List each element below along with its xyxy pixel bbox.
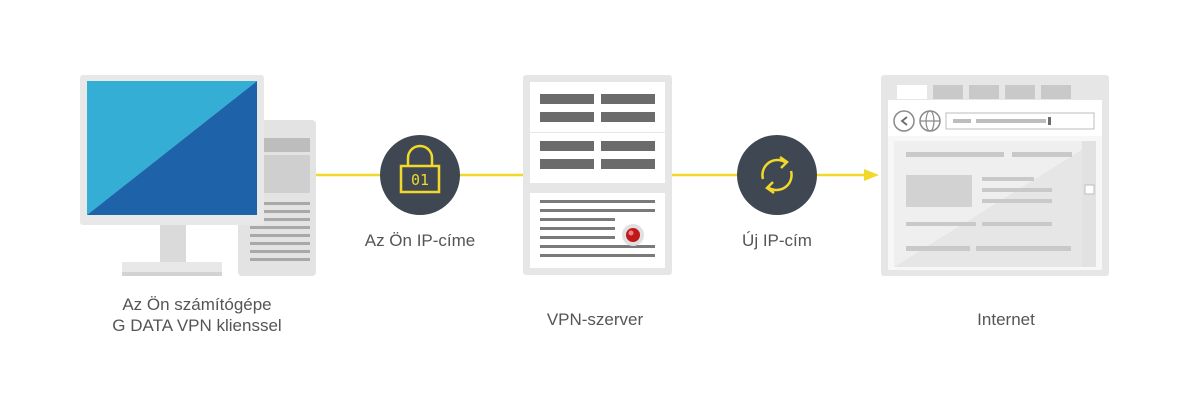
your-ip-label: Az Ön IP-címe <box>364 231 476 250</box>
server-icon <box>523 75 672 275</box>
computer-label-line2: G DATA VPN klienssel <box>112 316 282 335</box>
arrow-head <box>864 169 879 181</box>
back-icon <box>893 110 915 132</box>
browser-window-icon <box>881 75 1109 276</box>
padlock-icon: 01 <box>380 135 460 215</box>
monitor-icon <box>80 75 264 276</box>
connection-lines <box>310 169 879 181</box>
refresh-icon <box>737 135 817 215</box>
computer-label-line1: Az Ön számítógépe <box>122 295 272 314</box>
padlock-icon-text: 01 <box>411 171 429 189</box>
internet-label: Internet <box>977 310 1035 329</box>
computer-label: Az Ön számítógépe G DATA VPN klienssel <box>92 294 302 336</box>
server-label: VPN-szerver <box>546 310 644 329</box>
new-ip-label: Új IP-cím <box>742 231 812 250</box>
